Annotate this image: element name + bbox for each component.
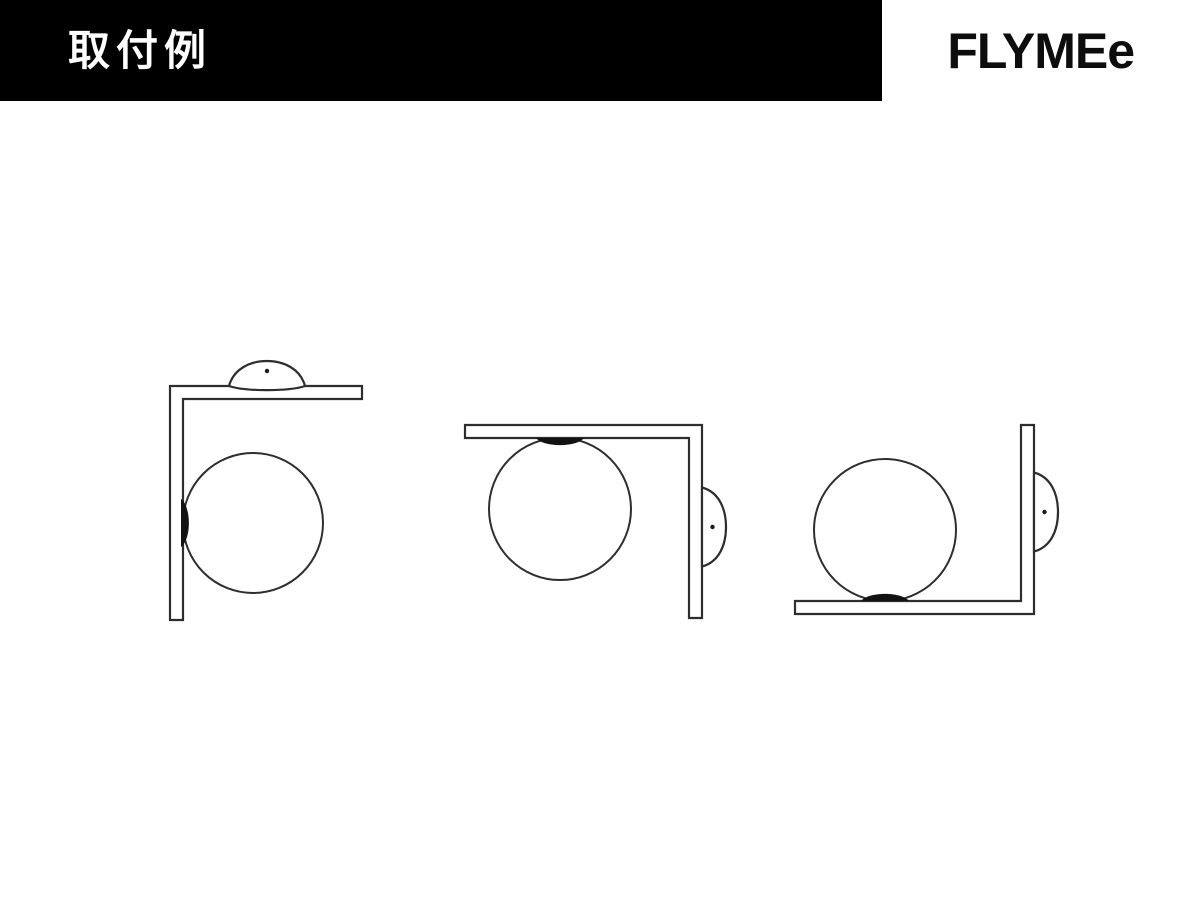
diagram-arm-bottom-canopy-right <box>793 423 1060 616</box>
l-bracket <box>168 384 364 622</box>
canopy-screw-dot <box>1042 509 1047 515</box>
glass-sphere <box>488 437 632 581</box>
canopy-screw-dot <box>264 368 270 374</box>
socket <box>536 438 584 446</box>
diagram-arm-top-canopy-right <box>463 423 728 620</box>
glass-sphere <box>813 458 957 602</box>
socket <box>181 499 189 547</box>
l-bracket <box>463 423 704 620</box>
l-bracket <box>793 423 1036 616</box>
flymee-logo: FLYMEe <box>947 22 1135 79</box>
header-bar: 取付例 <box>0 0 882 101</box>
canopy <box>227 359 307 392</box>
canopy-screw-dot <box>710 524 715 530</box>
page-title: 取付例 <box>68 26 213 74</box>
diagram-mount-left-canopy-top <box>168 359 364 622</box>
glass-sphere <box>182 452 324 594</box>
socket <box>861 593 909 601</box>
